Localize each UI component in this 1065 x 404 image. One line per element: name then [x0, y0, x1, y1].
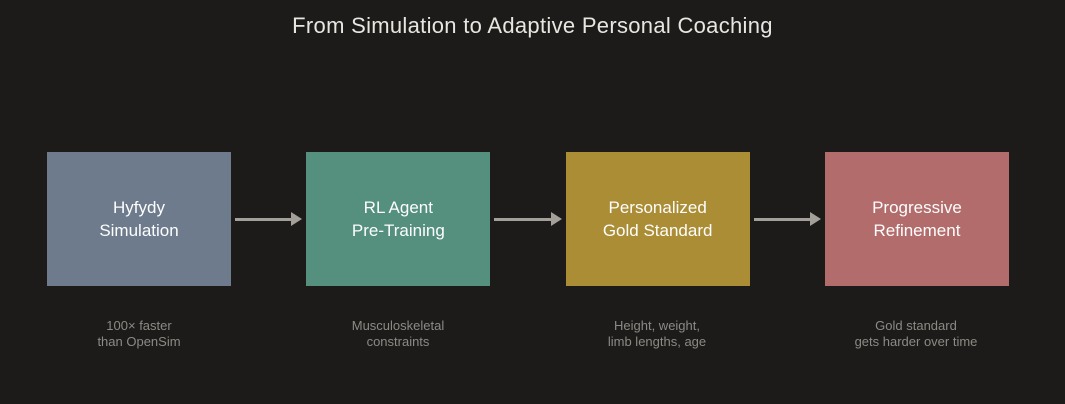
step-4-label: Progressive Refinement	[872, 198, 962, 240]
step-4-box-progressive-refinement: Progressive Refinement	[824, 152, 1009, 286]
arrow-3-line	[753, 217, 810, 221]
arrow-2-line	[494, 217, 551, 221]
step-1-label: Hyfydy Simulation	[99, 198, 179, 240]
arrow-2-icon	[490, 152, 565, 286]
arrow-1-icon	[231, 152, 306, 286]
step-2-caption: Musculoskeletal constraints	[351, 318, 445, 349]
process-flow: Hyfydy Simulation RL Agent Pre-Training …	[47, 152, 1009, 286]
arrow-2-head	[550, 212, 562, 226]
step-3-label: Personalized Gold Standard	[602, 198, 713, 240]
arrow-1-line	[235, 217, 292, 221]
step-3-box-personalized-gold-standard: Personalized Gold Standard	[565, 152, 750, 286]
step-1-box-hyfydy-simulation: Hyfydy Simulation	[47, 152, 231, 286]
arrow-3-head	[809, 212, 821, 226]
step-2-box-rl-agent-pretraining: RL Agent Pre-Training	[306, 152, 491, 286]
step-4-caption: Gold standard gets harder over time	[854, 318, 978, 349]
arrow-3-icon	[750, 152, 825, 286]
step-1-caption: 100× faster than OpenSim	[97, 318, 181, 349]
slide-title: From Simulation to Adaptive Personal Coa…	[292, 13, 773, 38]
step-2-label: RL Agent Pre-Training	[351, 198, 445, 240]
arrow-1-head	[291, 212, 303, 226]
step-3-caption: Height, weight, limb lengths, age	[607, 318, 707, 349]
